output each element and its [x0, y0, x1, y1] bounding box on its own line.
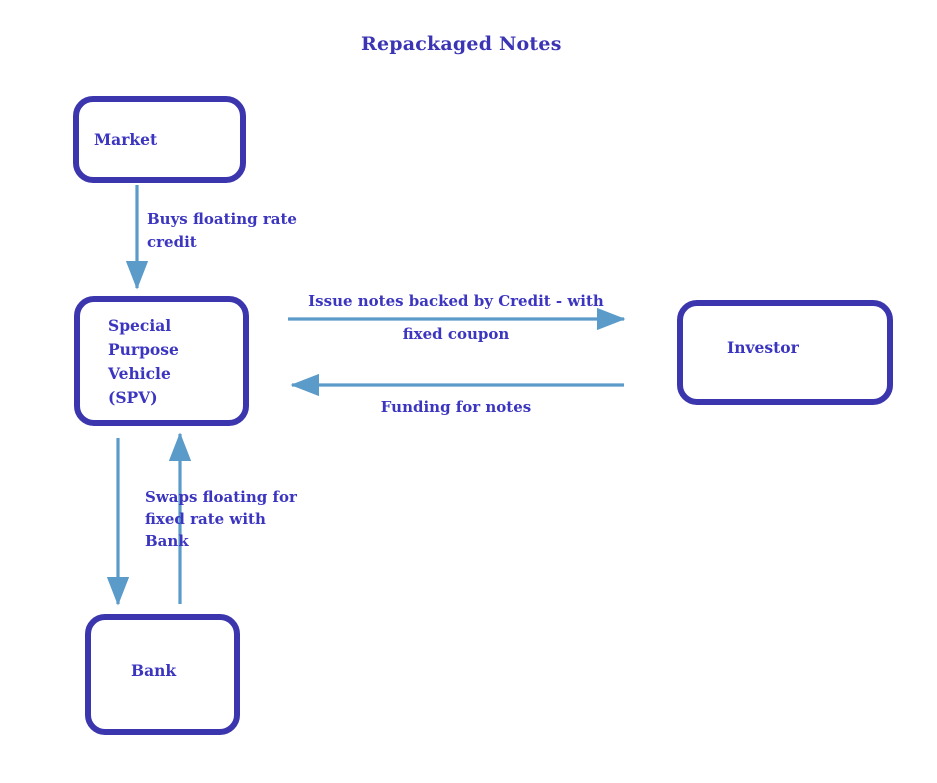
node-market-box[interactable] — [73, 96, 246, 183]
node-spv-box[interactable] — [74, 296, 249, 426]
node-market[interactable]: Market — [73, 96, 246, 183]
node-spv-label-line2: Purpose — [108, 340, 179, 359]
edge-label-market-to-spv-line1: Buys floating rate — [147, 210, 297, 228]
edge-label-market-to-spv-line2: credit — [147, 233, 197, 251]
node-spv-label-line3: Vehicle — [107, 364, 171, 383]
node-bank[interactable]: Bank — [85, 614, 240, 735]
node-spv-label-line1: Special — [108, 316, 171, 335]
node-investor[interactable]: Investor — [677, 300, 893, 405]
node-bank-label: Bank — [131, 661, 176, 680]
node-spv-label-line4: (SPV) — [108, 388, 158, 407]
edge-label-spv-to-investor-line1: Issue notes backed by Credit - with — [308, 292, 604, 310]
edge-label-swap-line1: Swaps floating for — [145, 488, 298, 506]
page-title: Repackaged Notes — [361, 33, 562, 55]
node-bank-box[interactable] — [85, 614, 240, 735]
edge-label-investor-to-spv-line1: Funding for notes — [381, 398, 531, 416]
node-investor-label: Investor — [727, 338, 800, 357]
edge-label-spv-to-investor-line2: fixed coupon — [403, 325, 510, 343]
edge-label-swap-line2: fixed rate with — [145, 510, 266, 528]
node-investor-box[interactable] — [677, 300, 893, 405]
node-market-label: Market — [94, 130, 158, 149]
edge-label-swap-line3: Bank — [145, 532, 189, 550]
node-spv[interactable]: Special Purpose Vehicle (SPV) — [74, 296, 249, 426]
